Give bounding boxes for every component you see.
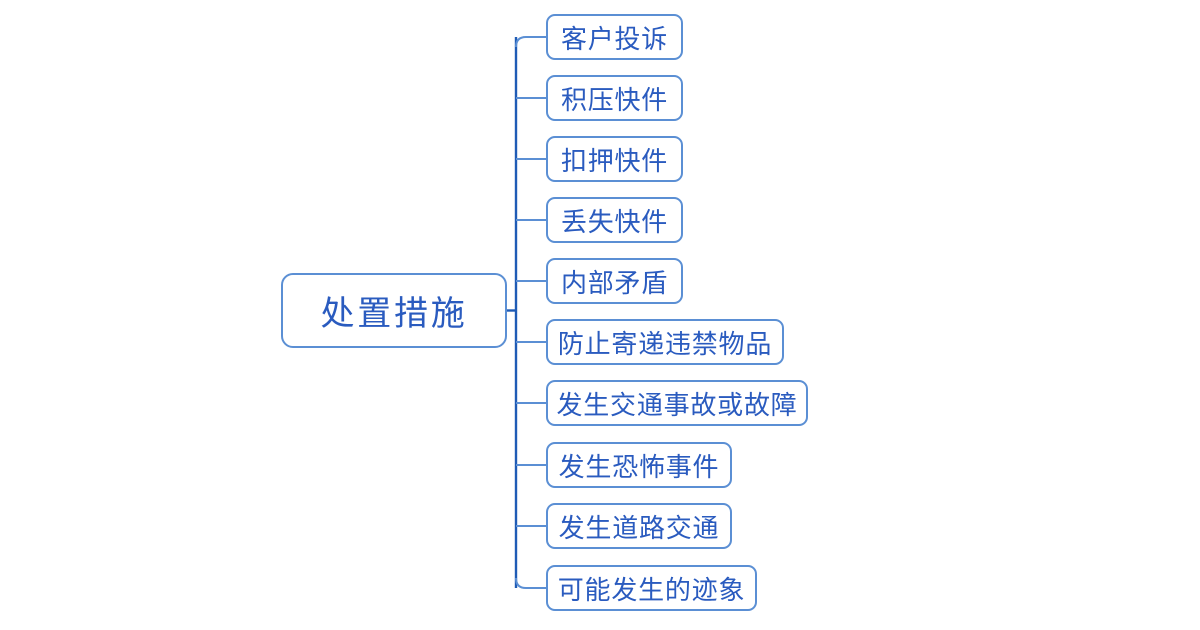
mindmap-child-node-1[interactable]: 客户投诉 [546,14,683,60]
mindmap-child-node-9[interactable]: 发生道路交通 [546,503,732,549]
mindmap-child-node-10[interactable]: 可能发生的迹象 [546,565,757,611]
mindmap-child-node-4[interactable]: 丢失快件 [546,197,683,243]
mindmap-child-node-8[interactable]: 发生恐怖事件 [546,442,732,488]
branch-connector-1 [515,36,546,48]
branch-connector-10 [515,577,546,589]
mindmap-child-node-3[interactable]: 扣押快件 [546,136,683,182]
mindmap-child-node-6[interactable]: 防止寄递违禁物品 [546,319,784,365]
mindmap-child-node-5[interactable]: 内部矛盾 [546,258,683,304]
mindmap-child-node-2[interactable]: 积压快件 [546,75,683,121]
mindmap-child-node-7[interactable]: 发生交通事故或故障 [546,380,808,426]
mindmap-root-node[interactable]: 处置措施 [281,273,507,348]
